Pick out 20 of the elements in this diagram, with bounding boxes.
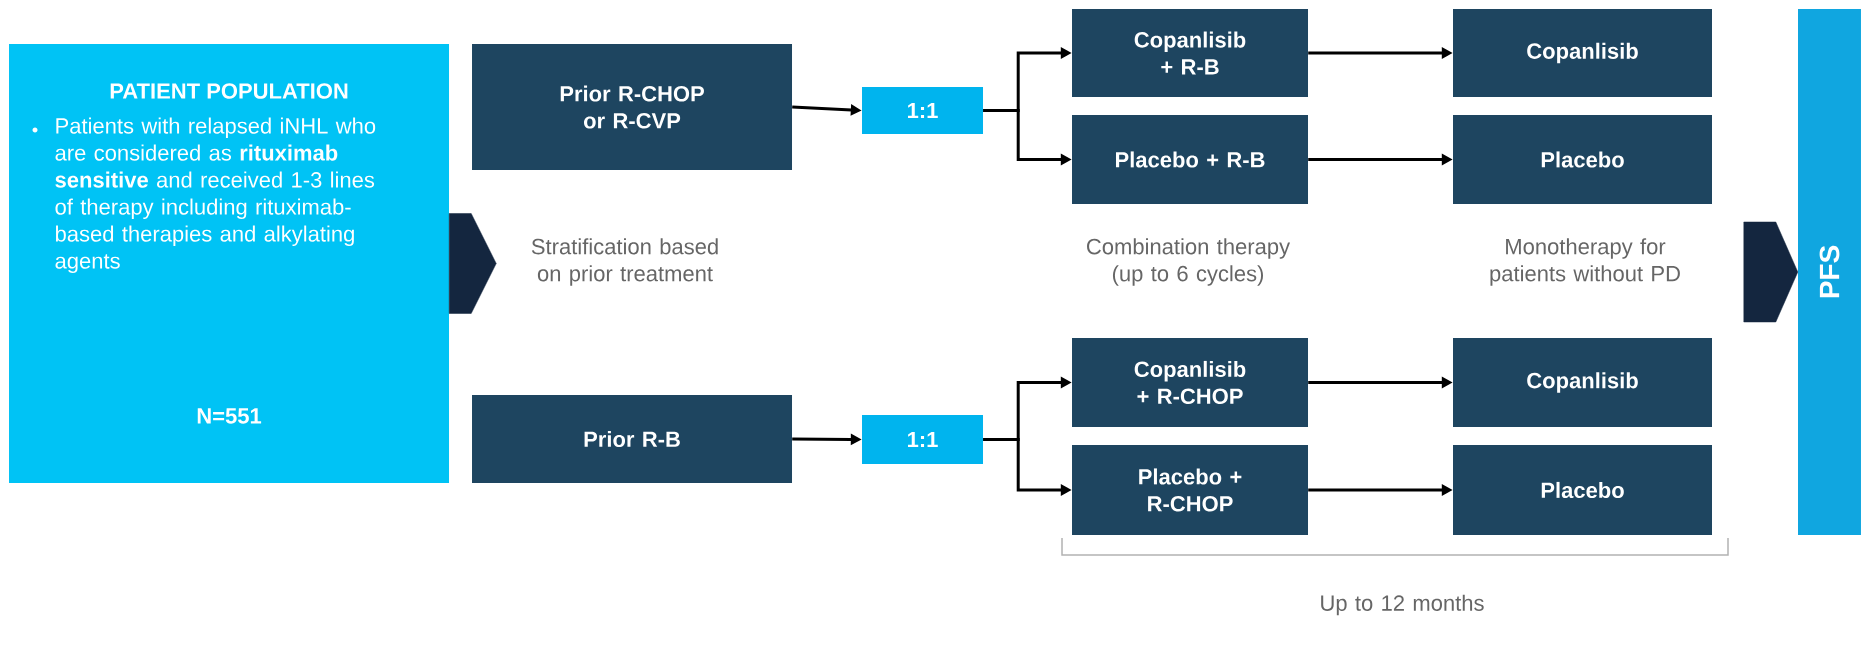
annotation-text: Up to 12 months (1321, 594, 1484, 616)
annotation-text: Combination therapy (up to 6 cycles) (1087, 238, 1291, 286)
outcome-box: PFS (1798, 9, 1861, 535)
treatment-box: Placebo (1453, 445, 1712, 535)
treatment-box: Copanlisib + R-B (1072, 9, 1308, 97)
annotation-text: Stratification based on prior treatment (531, 238, 718, 286)
treatment-box: Prior R-CHOP or R-CVP (472, 44, 792, 170)
annotation-text: Monotherapy for patients without PD (1490, 238, 1680, 286)
ratio-box: 1:1 (862, 415, 983, 464)
chevron-arrow (448, 213, 497, 314)
treatment-box: Prior R-B (472, 395, 792, 483)
treatment-box: Placebo (1453, 115, 1712, 204)
treatment-box: Placebo + R-B (1072, 115, 1308, 204)
treatment-box: Copanlisib (1453, 338, 1712, 427)
population-box: PATIENT POPULATION Patients with relapsed iNHL who are considered as rituximab sensitive and received 1-3 lines of therapy including rituximab-based therapies and alkylating agents N=551 (9, 44, 449, 483)
chevron-arrow (1743, 221, 1799, 323)
treatment-box: Copanlisib + R-CHOP (1072, 338, 1308, 427)
treatment-box: Copanlisib (1453, 9, 1712, 97)
treatment-box: Placebo + R-CHOP (1072, 445, 1308, 535)
ratio-box: 1:1 (862, 87, 983, 134)
